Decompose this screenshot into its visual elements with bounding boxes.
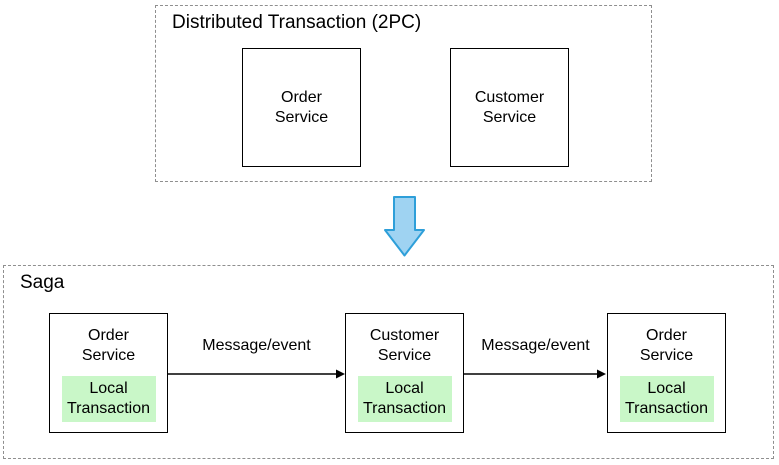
- node-label: Customer Service: [474, 88, 545, 126]
- node-label: Order Service: [81, 327, 136, 364]
- group-saga: Saga Order Service Local Transaction Cus…: [3, 265, 774, 459]
- node-order-service: Order Service: [242, 48, 361, 167]
- local-transaction-box: Local Transaction: [61, 376, 156, 422]
- node-order-service: Order Service Local Transaction: [607, 313, 726, 433]
- node-order-service: Order Service Local Transaction: [49, 313, 168, 433]
- local-transaction-box: Local Transaction: [357, 376, 452, 422]
- node-customer-service: Customer Service: [450, 48, 569, 167]
- arrowhead-icon: [597, 369, 606, 379]
- group-title-saga: Saga: [20, 272, 65, 293]
- down-arrow-icon: [384, 196, 425, 257]
- down-arrow-shape: [384, 196, 425, 257]
- node-label: Order Service: [274, 88, 329, 126]
- edge-label-message-event: Message/event: [481, 337, 590, 354]
- group-title-2pc: Distributed Transaction (2PC): [172, 12, 422, 33]
- edge-label-message-event: Message/event: [202, 337, 311, 354]
- arrowhead-icon: [336, 369, 345, 379]
- node-label: Customer Service: [369, 327, 440, 364]
- group-distributed-transaction-2pc: Distributed Transaction (2PC) Order Serv…: [155, 5, 652, 182]
- local-transaction-box: Local Transaction: [619, 376, 714, 422]
- node-label: Order Service: [639, 327, 694, 364]
- node-customer-service: Customer Service Local Transaction: [345, 313, 464, 433]
